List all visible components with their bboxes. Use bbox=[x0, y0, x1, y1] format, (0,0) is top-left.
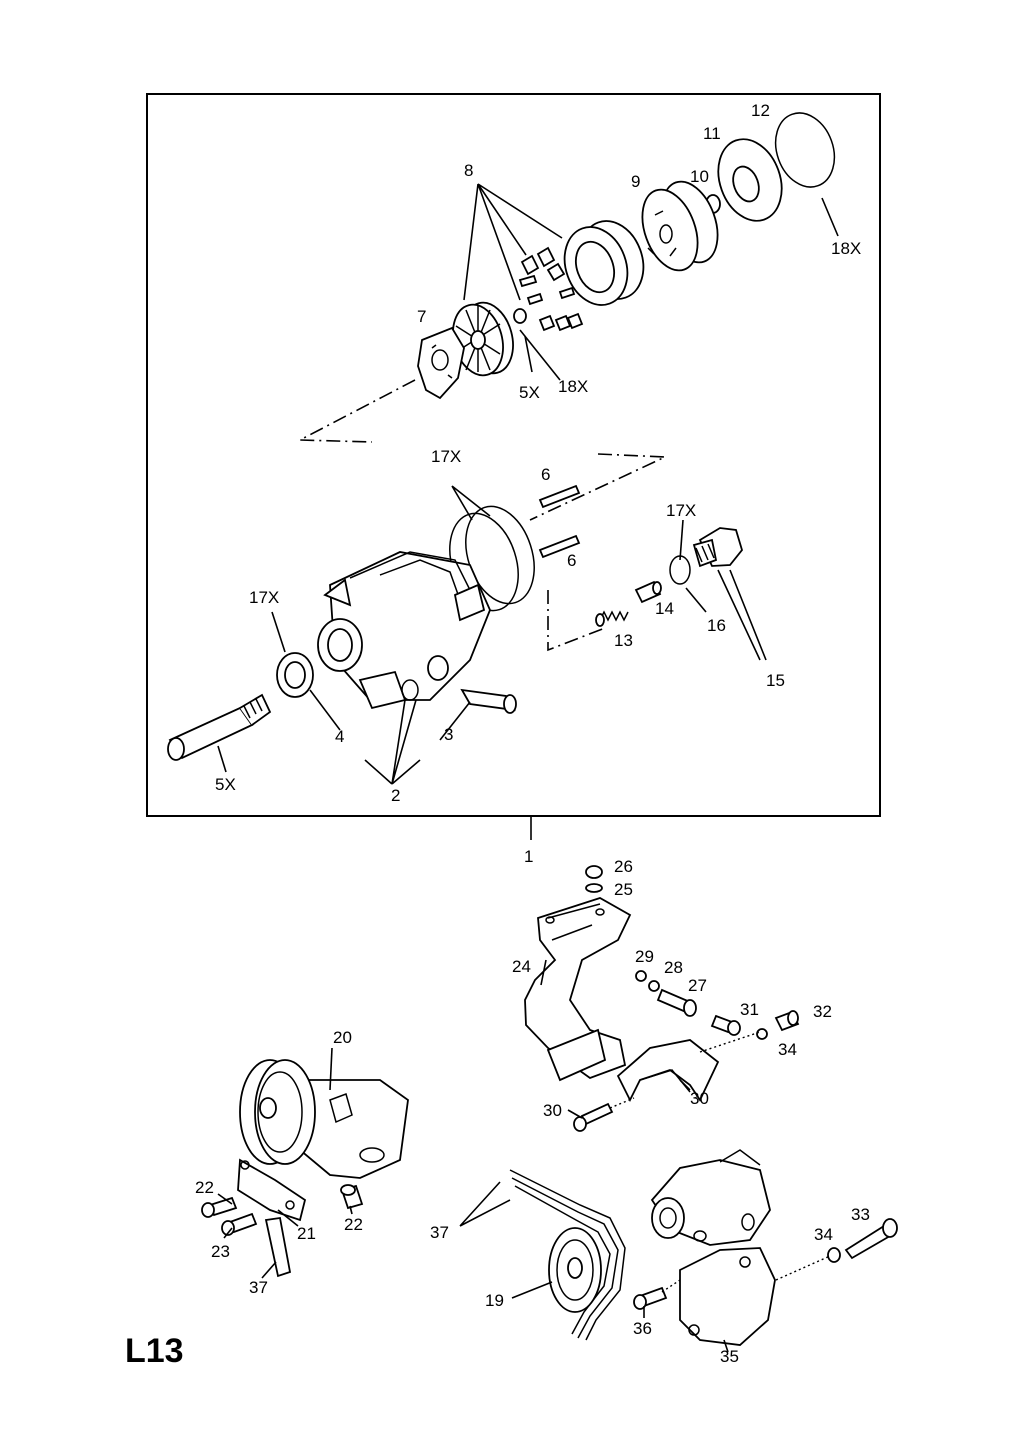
callout-7: 7 bbox=[417, 307, 426, 326]
callout-5x-top: 5X bbox=[519, 383, 540, 402]
part-36-bolt bbox=[633, 1286, 668, 1310]
part-30-bolt bbox=[573, 1102, 614, 1132]
part-5x-small-ring bbox=[513, 308, 527, 324]
callout-6a: 6 bbox=[541, 465, 550, 484]
steering-pump-right bbox=[650, 1149, 771, 1246]
callout-3: 3 bbox=[444, 725, 453, 744]
part-37-belt-left bbox=[264, 1216, 292, 1278]
callout-18x-b: 18X bbox=[558, 377, 588, 396]
callout-13: 13 bbox=[614, 631, 633, 650]
part-8-cam-ring bbox=[563, 220, 645, 306]
part-37-drive-belt bbox=[509, 1169, 626, 1341]
callout-20: 20 bbox=[333, 1028, 352, 1047]
callout-30-left: 30 bbox=[543, 1101, 562, 1120]
part-6-pin-upper bbox=[538, 484, 581, 509]
part-34-washer-lower bbox=[827, 1247, 841, 1263]
callout-21: 21 bbox=[297, 1224, 316, 1243]
callout-17x-b: 17X bbox=[666, 501, 696, 520]
callout-35: 35 bbox=[720, 1347, 739, 1366]
callout-19: 19 bbox=[485, 1291, 504, 1310]
callout-11: 11 bbox=[703, 124, 721, 143]
callout-9: 9 bbox=[631, 172, 640, 191]
callout-12: 12 bbox=[751, 101, 770, 120]
part-19-idler-pulley bbox=[548, 1227, 602, 1313]
callout-31: 31 bbox=[740, 1000, 759, 1019]
callout-10: 10 bbox=[690, 167, 709, 186]
part-25-washer bbox=[585, 883, 603, 893]
part-13-spring bbox=[595, 610, 629, 627]
part-32-fitting bbox=[774, 1010, 800, 1032]
part-16-seal-ring bbox=[669, 555, 691, 585]
part-8-vanes bbox=[518, 246, 584, 332]
centerline-middle bbox=[529, 453, 666, 521]
part-15-union-fitting bbox=[692, 527, 743, 568]
callout-5x-bottom: 5X bbox=[215, 775, 236, 794]
part-11-end-plate bbox=[717, 138, 783, 222]
part-29-washer bbox=[635, 970, 647, 982]
part-34-washer-upper bbox=[756, 1028, 768, 1040]
part-8-rotor bbox=[452, 301, 514, 377]
part-26-nut bbox=[585, 865, 603, 879]
part-4-bearing bbox=[276, 652, 314, 698]
part-31-bolt bbox=[710, 1014, 741, 1036]
callout-8: 8 bbox=[464, 161, 473, 180]
callout-14: 14 bbox=[655, 599, 674, 618]
callout-23: 23 bbox=[211, 1242, 230, 1261]
callout-17x-a: 17X bbox=[431, 447, 461, 466]
callout-37-right: 37 bbox=[430, 1223, 449, 1242]
callout-labels: 12 11 9 10 8 18X 7 5X 18X 17X 6 17X 6 17… bbox=[195, 101, 870, 1366]
callout-29: 29 bbox=[635, 947, 654, 966]
part-7-plate bbox=[417, 326, 465, 400]
callout-1: 1 bbox=[524, 847, 533, 866]
part-14-valve bbox=[634, 580, 662, 604]
part-24-bracket bbox=[524, 897, 632, 1082]
leader-bracket-dash bbox=[609, 1031, 761, 1109]
leader-lower-dash bbox=[661, 1255, 831, 1293]
callout-6b: 6 bbox=[567, 551, 576, 570]
callout-36: 36 bbox=[633, 1319, 652, 1338]
part-27-bolt bbox=[656, 988, 697, 1017]
callout-24: 24 bbox=[512, 957, 531, 976]
part-3-plug bbox=[460, 688, 517, 714]
callout-25: 25 bbox=[614, 880, 633, 899]
part-35-mounting-bracket bbox=[679, 1247, 776, 1346]
callout-2: 2 bbox=[391, 786, 400, 805]
callout-18x-a: 18X bbox=[831, 239, 861, 258]
pump-assembly-frame bbox=[146, 93, 881, 817]
callout-34-lower: 34 bbox=[814, 1225, 833, 1244]
part-33-long-bolt bbox=[844, 1218, 898, 1260]
part-20-pump-pulley-assembly bbox=[239, 1059, 409, 1179]
part-23-bolt bbox=[221, 1212, 258, 1236]
page-code: L13 bbox=[125, 1332, 184, 1370]
callout-16: 16 bbox=[707, 616, 726, 635]
part-9-pressure-plate bbox=[641, 180, 719, 272]
callout-32: 32 bbox=[813, 1002, 832, 1021]
callout-22-right: 22 bbox=[344, 1215, 363, 1234]
part-22-bolt-left bbox=[201, 1196, 238, 1218]
part-6-pin-lower bbox=[538, 534, 581, 559]
part-2-pump-housing bbox=[317, 551, 491, 710]
callout-17x-c: 17X bbox=[249, 588, 279, 607]
leader-lines-upper bbox=[217, 183, 839, 785]
callout-28: 28 bbox=[664, 958, 683, 977]
part-21-bracket bbox=[237, 1158, 307, 1222]
callout-15: 15 bbox=[766, 671, 785, 690]
part-28-washer bbox=[648, 980, 660, 992]
centerline-lower bbox=[547, 590, 606, 652]
centerline-upper bbox=[296, 379, 416, 443]
callout-22-left: 22 bbox=[195, 1178, 214, 1197]
callout-4: 4 bbox=[335, 727, 344, 746]
callout-33: 33 bbox=[851, 1205, 870, 1224]
part-5x-drive-shaft bbox=[167, 693, 272, 761]
callout-27: 27 bbox=[688, 976, 707, 995]
callout-37-left: 37 bbox=[249, 1278, 268, 1297]
part-22-bolt-right bbox=[340, 1184, 364, 1210]
leader-lines-lower bbox=[217, 959, 729, 1353]
callout-34-upper: 34 bbox=[778, 1040, 797, 1059]
callout-30-right: 30 bbox=[690, 1089, 709, 1108]
part-12-snap-ring bbox=[774, 112, 836, 188]
callout-26: 26 bbox=[614, 857, 633, 876]
